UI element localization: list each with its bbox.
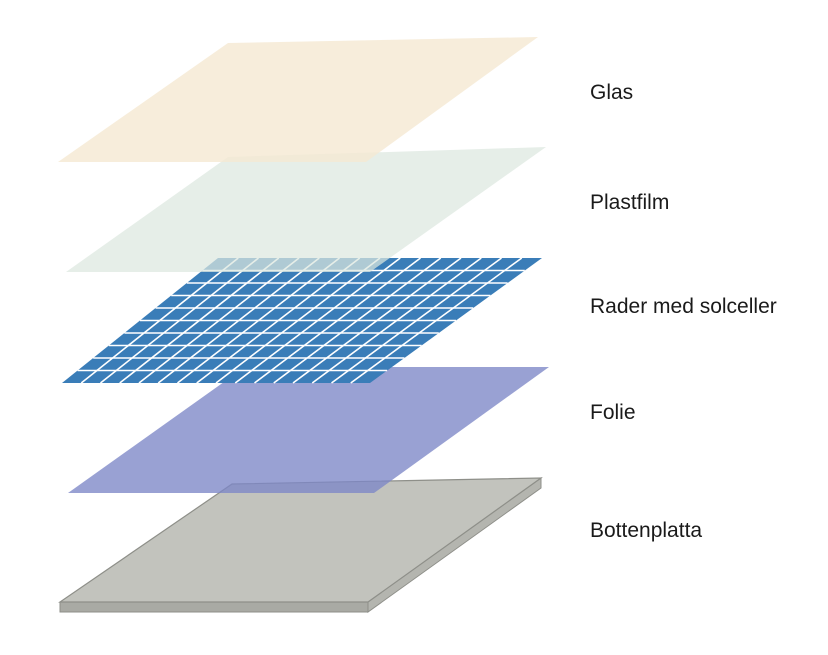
foil-layer <box>68 367 549 493</box>
layer-label-solar-cells: Rader med solceller <box>590 295 777 318</box>
layer-label-plastic-film: Plastfilm <box>590 191 670 214</box>
base-plate-top <box>58 477 543 603</box>
layer-label-foil: Folie <box>590 401 636 424</box>
base-plate-side-front <box>59 601 369 613</box>
solar-cells-layer <box>62 257 542 384</box>
layer-label-glass: Glas <box>590 81 634 104</box>
layer-label-base-plate: Bottenplatta <box>590 519 703 542</box>
glass-layer <box>58 37 538 162</box>
base-plate-layer <box>58 477 543 613</box>
plastic-film-layer <box>66 147 546 272</box>
